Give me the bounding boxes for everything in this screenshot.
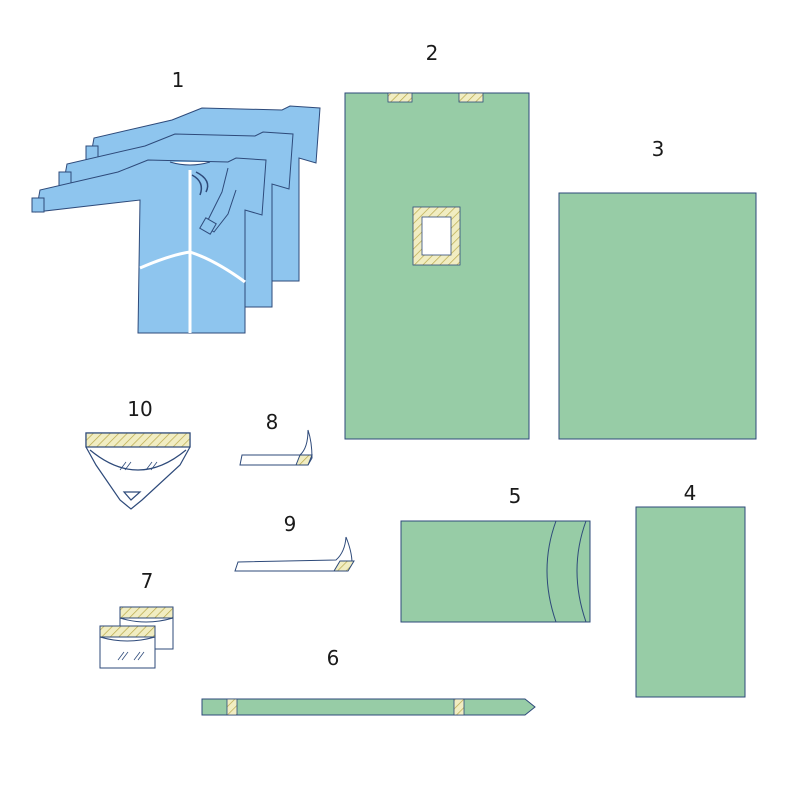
tape-strip-tab-right xyxy=(453,698,465,716)
small-sheet xyxy=(635,506,746,698)
collection-pouch xyxy=(85,432,191,510)
label-incise-drape: 2 xyxy=(426,41,439,65)
pouch-front xyxy=(99,625,156,669)
label-folded-drape: 5 xyxy=(509,484,522,508)
fenestration-opening xyxy=(421,216,452,256)
label-tape-strip: 6 xyxy=(327,646,340,670)
gown-front xyxy=(31,157,267,334)
fenestrated-drape xyxy=(344,92,530,440)
folded-drape xyxy=(400,520,591,623)
label-gowns: 1 xyxy=(172,68,185,92)
adhesive-strip-long xyxy=(234,536,355,572)
adhesive-strip-short xyxy=(239,429,313,466)
tape-tab-right xyxy=(458,92,484,103)
large-sheet xyxy=(558,192,757,440)
tape-tab-left xyxy=(387,92,413,103)
label-small-sheet: 4 xyxy=(684,481,697,505)
label-collection-pouch: 10 xyxy=(127,397,152,421)
label-adhesive-strip-long: 9 xyxy=(284,512,297,536)
pouches xyxy=(99,606,174,669)
collection-pouch-adhesive xyxy=(85,432,191,448)
label-pouches: 7 xyxy=(141,569,154,593)
tape-strip-tab-left xyxy=(226,698,238,716)
gowns-stack xyxy=(31,105,321,334)
label-adhesive-strip-short: 8 xyxy=(266,410,279,434)
label-large-sheet: 3 xyxy=(652,137,665,161)
fenestrated-drape-sheet xyxy=(344,92,530,440)
tape-strip xyxy=(201,698,536,716)
